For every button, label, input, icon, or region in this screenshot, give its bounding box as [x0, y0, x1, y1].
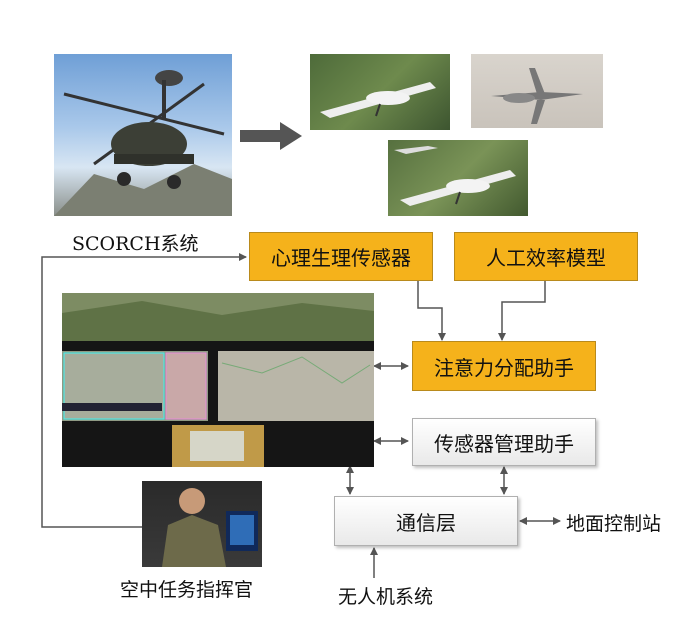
control-station-photo	[62, 293, 374, 467]
model-to-attention-line	[498, 281, 546, 341]
comm-layer-box: 通信层	[334, 496, 518, 546]
commander-label: 空中任务指挥官	[120, 579, 254, 601]
drone-photo-1	[310, 54, 450, 130]
ground-station-label: 地面控制站	[566, 513, 662, 535]
efficiency-model-box: 人工效率模型	[454, 232, 638, 281]
sensor-to-attention-line	[417, 281, 446, 341]
feedback-line	[41, 253, 247, 528]
sensor-assistant-box: 传感器管理助手	[412, 418, 596, 466]
commander-photo	[142, 481, 262, 567]
helicopter-photo	[54, 54, 232, 216]
drone-photo-2	[471, 54, 603, 128]
scorch-system-label: SCORCH系统	[72, 233, 199, 255]
attention-assistant-box: 注意力分配助手	[412, 341, 596, 391]
transition-arrow	[240, 122, 302, 150]
physio-sensor-box: 心理生理传感器	[249, 232, 433, 281]
drone-photo-3	[388, 140, 528, 216]
uav-system-label: 无人机系统	[338, 586, 434, 608]
